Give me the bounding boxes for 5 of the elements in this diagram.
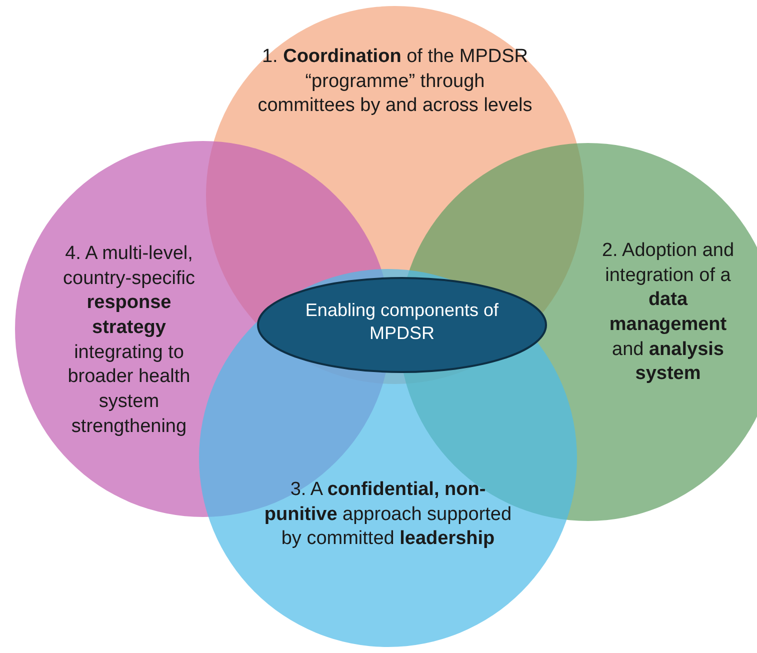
component-text: 3. A confidential, non-punitive approach supported by committed leadership bbox=[263, 478, 513, 552]
center-label: Enabling components of MPDSR bbox=[304, 299, 500, 346]
component-text: 4. A multi-level, country-specific response strategy integrating to broader health system strengthening bbox=[62, 242, 196, 439]
component-text: 1. Coordination of the MPDSR “programme” through committees by and across levels bbox=[256, 45, 534, 118]
component-text: 2. Adoption and integration of a data management and analysis system bbox=[600, 239, 736, 386]
